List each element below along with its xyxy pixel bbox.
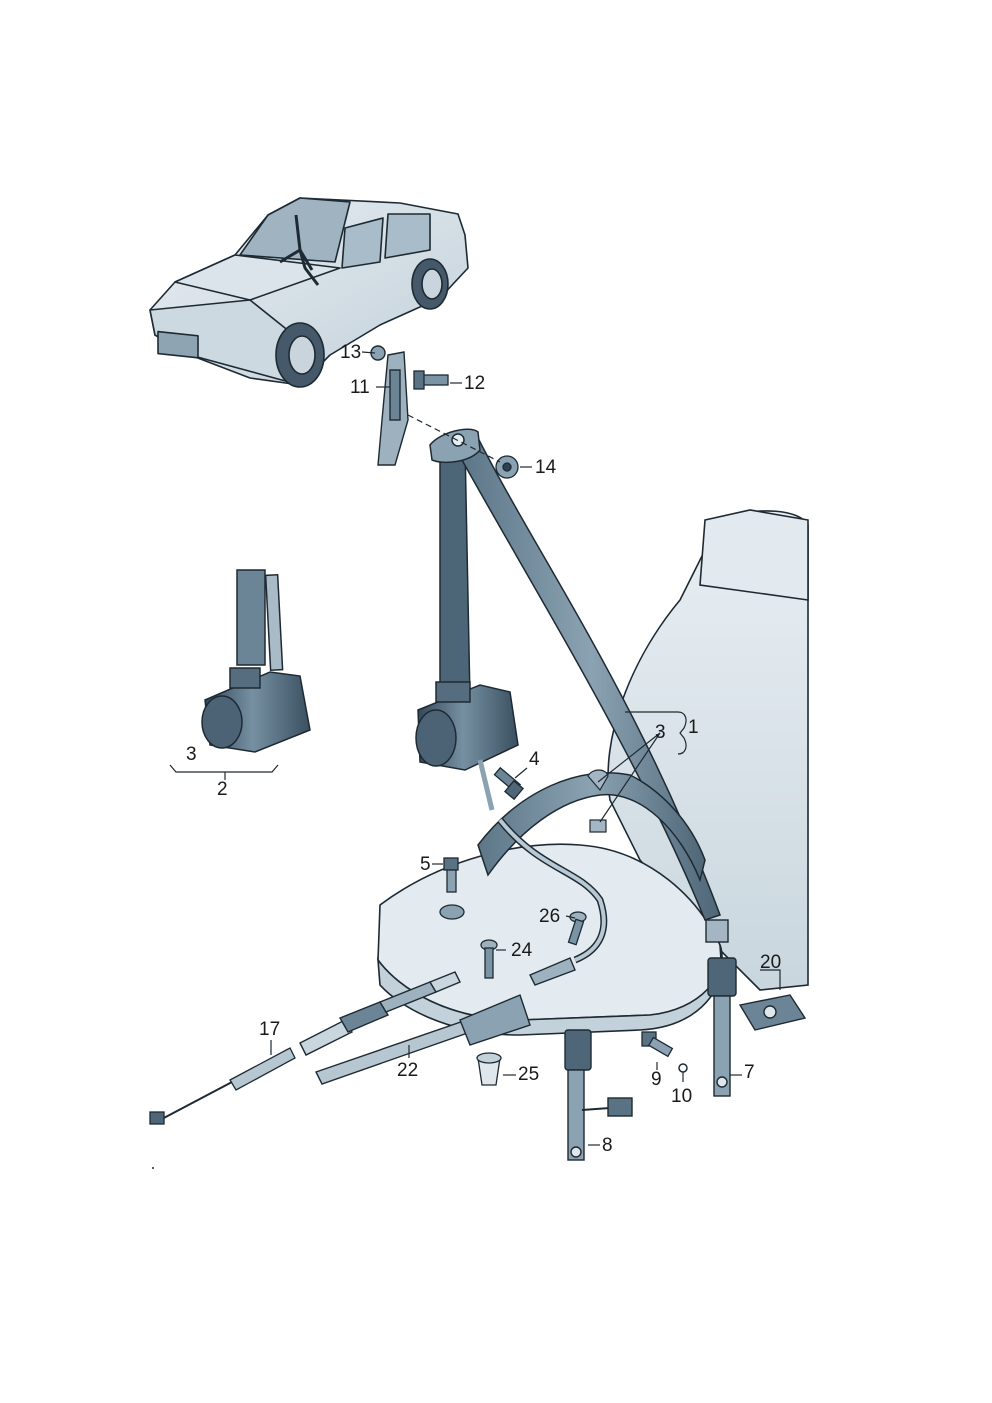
callout-2: 2 <box>217 779 228 800</box>
callout-22: 22 <box>397 1060 419 1081</box>
belt-webbing <box>429 428 721 921</box>
callout-13: 13 <box>340 342 362 363</box>
callout-26: 26 <box>539 906 561 927</box>
callout-3-seat: 3 <box>655 722 666 743</box>
buckle-part-8 <box>564 1029 633 1161</box>
dash-leader-14 <box>407 414 501 463</box>
nut-part-14 <box>495 455 519 479</box>
callout-17: 17 <box>259 1019 281 1040</box>
callout-14: 14 <box>535 457 557 478</box>
belt-retractor <box>415 681 608 964</box>
bolt-part-4 <box>493 766 525 801</box>
callout-12: 12 <box>464 373 486 394</box>
clip-part-25 <box>476 1052 502 1086</box>
bolt-part-12 <box>413 370 449 390</box>
cable-part-17 <box>149 1047 296 1125</box>
callout-7: 7 <box>744 1062 755 1083</box>
bolt-part-9 <box>641 1031 674 1058</box>
screw-part-24 <box>480 939 498 979</box>
washer-part-10 <box>678 1063 688 1073</box>
callout-24: 24 <box>511 940 533 961</box>
vehicle-illustration <box>149 197 469 388</box>
small-dot <box>152 1167 154 1169</box>
callout-5: 5 <box>420 854 431 875</box>
cable-assembly-22 <box>299 957 576 1085</box>
height-adjuster-part-11 <box>370 345 409 466</box>
buckle-part-7 <box>705 919 737 1097</box>
leader-lines <box>169 351 781 1146</box>
callout-20: 20 <box>760 952 782 973</box>
callout-11: 11 <box>350 377 370 398</box>
callout-4: 4 <box>529 749 540 770</box>
callout-10: 10 <box>671 1086 693 1107</box>
clip-parts-3 <box>587 769 609 833</box>
callout-3-detail: 3 <box>186 744 197 765</box>
screw-part-26 <box>567 911 587 946</box>
bolt-part-5 <box>439 857 465 920</box>
callout-8: 8 <box>602 1135 613 1156</box>
callout-9: 9 <box>651 1069 662 1090</box>
callout-25: 25 <box>518 1064 540 1085</box>
front-seat <box>376 509 809 1036</box>
retractor-variant-detail <box>201 569 311 753</box>
callout-1: 1 <box>688 717 699 738</box>
bracket-part-20 <box>738 994 807 1031</box>
